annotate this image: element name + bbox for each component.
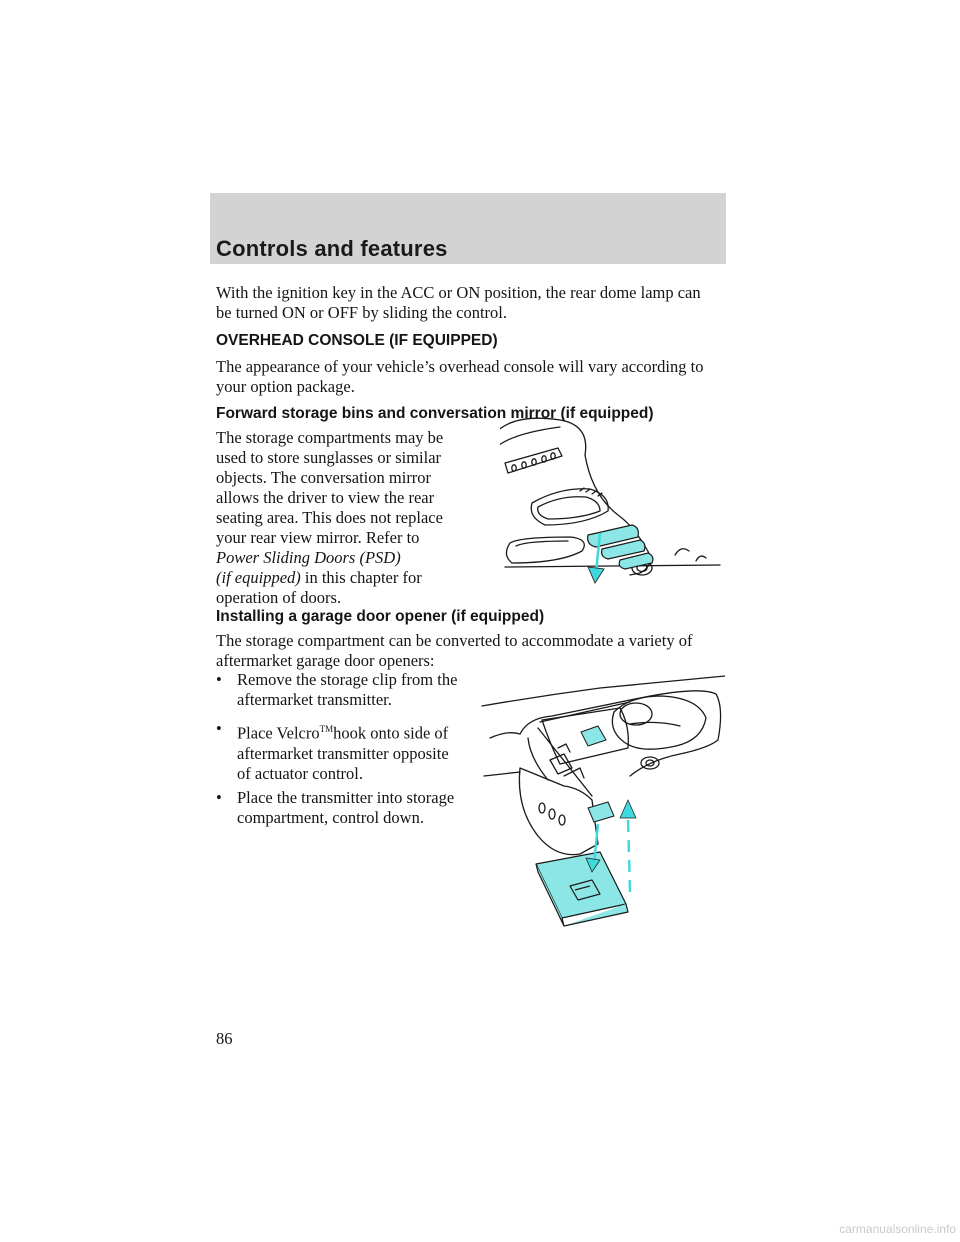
overhead-console-line-1: The appearance of your vehicle’s overhea… [216,357,704,376]
page-number: 86 [216,1029,233,1048]
forward-bins-line-2: used to store sunglasses or similar [216,448,442,467]
garage-bullet-3-line-1: Place the transmitter into storage [237,788,455,807]
garage-heading: Installing a garage door opener (if equi… [216,608,545,625]
section-title: Controls and features [216,236,448,261]
psd-reference-line-2: (if equipped) in this chapter for [216,568,422,588]
garage-bullet-2-line-1: Place VelcroTMhook onto side of [237,719,482,744]
watermark: carmanualsonline.info [839,1222,956,1236]
trademark-symbol: TM [319,724,334,734]
garage-bullet-1-line-2: aftermarket transmitter. [237,690,392,709]
garage-bullet-1-line-1: Remove the storage clip from the [237,670,458,689]
forward-bins-line-6: your rear view mirror. Refer to [216,528,420,547]
garage-bullet-3-line-2: compartment, control down. [237,808,424,827]
overhead-console-illustration [500,417,721,584]
velcro-suffix: hook onto side of [333,723,449,743]
psd-reference-suffix: in this chapter for [300,568,422,587]
intro-line-1: With the ignition key in the ACC or ON p… [216,283,701,302]
bullet-glyph: • [216,788,222,807]
garage-bullet-2-line-3: of actuator control. [237,763,363,783]
forward-bins-line-1: The storage compartments may be [216,428,444,447]
overhead-console-line-2: your option package. [216,377,355,396]
psd-reference: Power Sliding Doors (PSD) [216,548,401,567]
forward-bins-line-5: seating area. This does not replace [216,508,443,527]
section-header-band [210,193,726,264]
bullet-glyph: • [216,670,222,689]
forward-bins-line-4: allows the driver to view the rear [216,488,435,507]
bullet-glyph: • [216,719,222,738]
garage-opener-illustration [481,675,725,927]
garage-bullet-2-line-2: aftermarket transmitter opposite [237,743,449,763]
overhead-console-heading: OVERHEAD CONSOLE (IF EQUIPPED) [216,332,498,349]
forward-bins-line-3: objects. The conversation mirror [216,468,432,487]
psd-reference-if-equipped: (if equipped) [216,568,301,587]
velcro-text: Place Velcro [237,723,320,743]
garage-line-1: The storage compartment can be converted… [216,631,693,650]
intro-line-2: be turned ON or OFF by sliding the contr… [216,303,508,322]
forward-bins-last-line: operation of doors. [216,588,342,607]
garage-line-2: aftermarket garage door openers: [216,651,435,670]
